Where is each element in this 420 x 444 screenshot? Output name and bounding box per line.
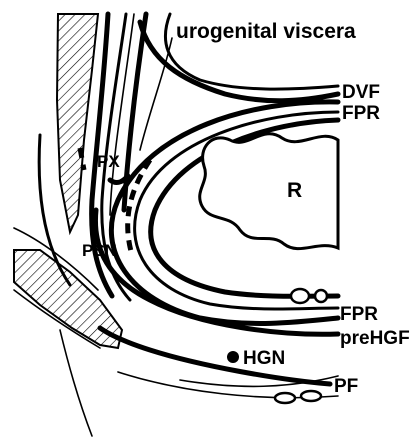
vessel-3 xyxy=(275,393,295,403)
pelvic-floor-line xyxy=(60,330,92,436)
pf-line xyxy=(100,328,330,384)
label-urogenital-viscera: urogenital viscera xyxy=(176,20,356,43)
rectum-lumen xyxy=(200,134,338,249)
label-pf: PF xyxy=(334,376,358,397)
vessel-2 xyxy=(315,290,327,302)
label-px: PX xyxy=(97,152,120,171)
label-hgn: HGN xyxy=(243,348,285,369)
hgn-node xyxy=(227,351,239,363)
vessel-1 xyxy=(291,289,309,303)
label-r: R xyxy=(287,179,302,202)
label-fpr-bottom: FPR xyxy=(340,304,378,325)
label-psn: PSN xyxy=(82,241,117,260)
vessel-4 xyxy=(301,391,321,401)
label-fpr-top: FPR xyxy=(342,103,380,124)
label-dvf: DVF xyxy=(342,82,380,103)
label-prehgf: preHGF xyxy=(340,328,410,349)
